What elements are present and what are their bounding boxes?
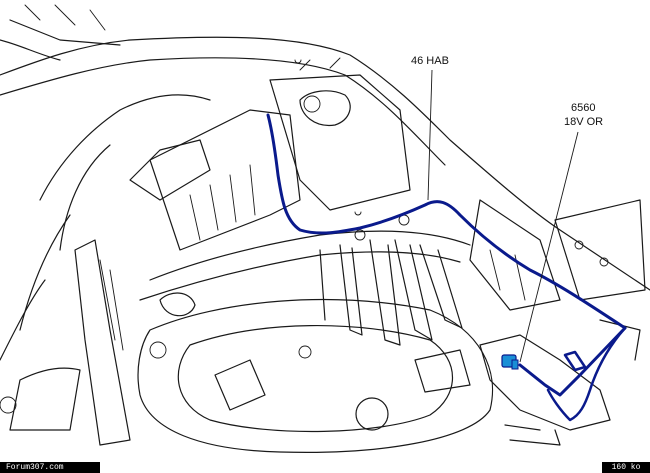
footer-site-label: Forum307.com: [0, 462, 100, 473]
label-group-top: 46 HAB: [411, 55, 449, 201]
leader-line-6560: [519, 131, 579, 363]
connector-6560: [501, 354, 519, 370]
label-6560: 6560: [571, 102, 595, 114]
label-46-hab: 46 HAB: [411, 55, 449, 67]
wiring-harness: [266, 113, 627, 422]
footer-size-label: 160 ko: [602, 462, 650, 473]
vehicle-body-outline: [0, 4, 650, 453]
label-group-right: 6560 18V OR: [519, 102, 603, 363]
label-18v-or: 18V OR: [564, 116, 603, 128]
leader-line-46-hab: [427, 69, 433, 201]
